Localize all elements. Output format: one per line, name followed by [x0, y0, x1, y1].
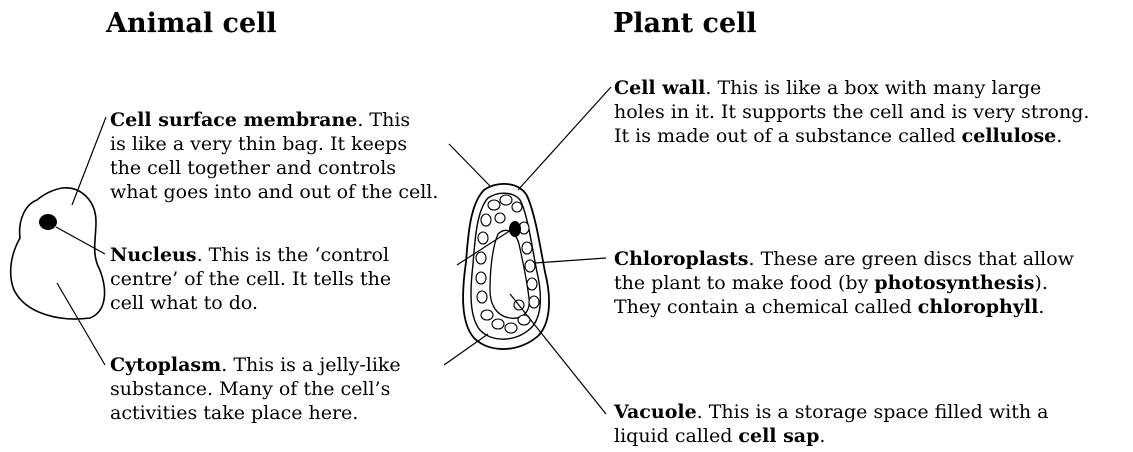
leader-cytoplasm-to-plant	[444, 334, 488, 365]
photosynthesis-term: photosynthesis	[874, 272, 1034, 294]
chloroplasts-label: Chloroplasts. These are green discs that…	[614, 247, 1074, 319]
vacuole-label: Vacuole. This is a storage space filled …	[614, 400, 1048, 448]
animal-nucleus	[39, 214, 57, 230]
leader-cytoplasm	[57, 283, 105, 365]
cytoplasm-term: Cytoplasm	[110, 354, 221, 376]
animal-cell-heading: Animal cell	[106, 10, 277, 37]
leader-chloroplasts	[535, 258, 606, 263]
chlorophyll-term: chlorophyll	[918, 296, 1039, 318]
vacuole-term: Vacuole	[614, 401, 697, 423]
cell-sap-term: cell sap	[738, 425, 819, 447]
plant-nucleus	[509, 221, 521, 237]
cell-wall-term: Cell wall	[614, 77, 705, 99]
leader-nucleus	[56, 227, 105, 254]
chloroplasts-term: Chloroplasts	[614, 248, 749, 270]
nucleus-term: Nucleus	[110, 244, 197, 266]
cell-wall-label: Cell wall. This is like a box with many …	[614, 76, 1089, 148]
plant-cell-heading: Plant cell	[613, 10, 757, 37]
leader-vacuole	[510, 294, 606, 414]
cellulose-term: cellulose	[962, 125, 1057, 147]
leader-membrane-to-plant	[449, 144, 490, 186]
leader-membrane	[72, 117, 106, 205]
plant-chloroplasts	[476, 195, 539, 333]
cytoplasm-label: Cytoplasm. This is a jelly-like substanc…	[110, 353, 401, 425]
leader-cell-wall	[518, 87, 611, 190]
membrane-label: Cell surface membrane. This is like a ve…	[110, 108, 438, 204]
nucleus-label: Nucleus. This is the ‘control centre’ of…	[110, 243, 391, 315]
membrane-term: Cell surface membrane	[110, 109, 357, 131]
animal-cell-outline	[11, 188, 105, 319]
